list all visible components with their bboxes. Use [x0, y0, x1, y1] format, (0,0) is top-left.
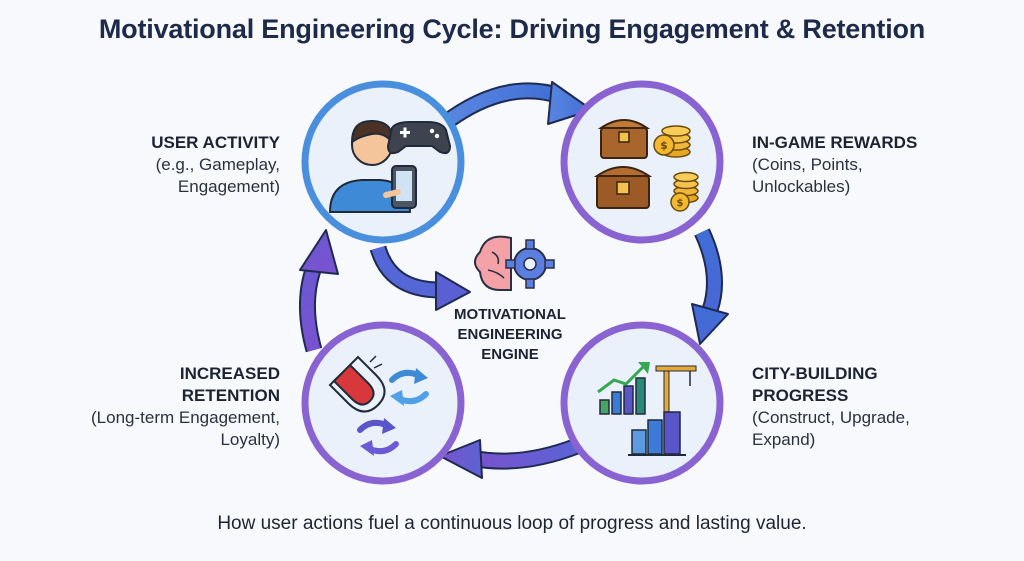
svg-text:$: $: [677, 198, 684, 209]
increased-retention-heading-2: RETENTION: [181, 386, 280, 405]
node-city-building: [560, 321, 724, 485]
city-building-desc-2: Expand): [752, 430, 816, 449]
buildings-icon: [628, 411, 686, 456]
city-building-desc-1: (Construct, Upgrade,: [752, 408, 910, 427]
engine-label-line-3: ENGINE: [481, 346, 539, 363]
diagram-title: Motivational Engineering Cycle: Driving …: [98, 14, 926, 44]
svg-text:$: $: [660, 139, 668, 152]
engine-label-line-1: MOTIVATIONAL: [454, 306, 566, 323]
user-activity-heading: USER ACTIVITY: [151, 133, 280, 152]
open-chest-icon: [593, 166, 653, 209]
in-game-rewards-heading: IN-GAME REWARDS: [752, 133, 918, 152]
city-building-heading-2: PROGRESS: [752, 386, 849, 405]
in-game-rewards-desc-1: (Coins, Points,: [752, 155, 863, 174]
user-activity-desc-1: (e.g., Gameplay,: [155, 155, 280, 174]
refresh-arrows-icon: [357, 418, 399, 456]
arrow-rewards-to-city: [691, 228, 729, 345]
increased-retention-label: INCREASED RETENTION (Long-term Engagemen…: [40, 363, 280, 451]
coin-stack-icon: $: [653, 125, 691, 158]
in-game-rewards-label: IN-GAME REWARDS (Coins, Points, Unlockab…: [752, 132, 992, 198]
arrow-city-to-retention: [439, 438, 581, 479]
increased-retention-desc-2: Loyalty): [220, 430, 280, 449]
node-increased-retention: [301, 321, 465, 485]
arrow-activity-to-rewards: [439, 81, 593, 130]
increased-retention-desc-1: (Long-term Engagement,: [91, 408, 280, 427]
gamepad-icon: [386, 121, 452, 155]
sync-arrows-icon: [389, 368, 429, 406]
arrow-activity-to-engine: [369, 245, 471, 311]
arrow-retention-to-activity: [299, 229, 339, 353]
brain-gear-icon: [474, 235, 555, 291]
engine-label: MOTIVATIONAL ENGINEERING ENGINE: [430, 305, 590, 365]
coins-icon: $: [670, 171, 699, 212]
node-user-activity: [301, 80, 465, 244]
in-game-rewards-desc-2: Unlockables): [752, 177, 851, 196]
user-activity-label: USER ACTIVITY (e.g., Gameplay, Engagemen…: [60, 132, 280, 198]
city-building-heading-1: CITY-BUILDING: [752, 364, 878, 383]
engine-label-line-2: ENGINEERING: [457, 326, 563, 343]
footer-caption: How user actions fuel a continuous loop …: [217, 513, 807, 534]
node-in-game-rewards: $ $: [560, 80, 724, 244]
city-building-label: CITY-BUILDING PROGRESS (Construct, Upgra…: [752, 363, 992, 451]
user-activity-desc-2: Engagement): [177, 177, 280, 196]
magnet-icon: [328, 355, 386, 413]
user-with-phone-icon: [328, 119, 417, 213]
increased-retention-heading-1: INCREASED: [179, 364, 280, 383]
treasure-chest-icon: [597, 119, 651, 159]
growth-chart-icon: [597, 362, 650, 415]
